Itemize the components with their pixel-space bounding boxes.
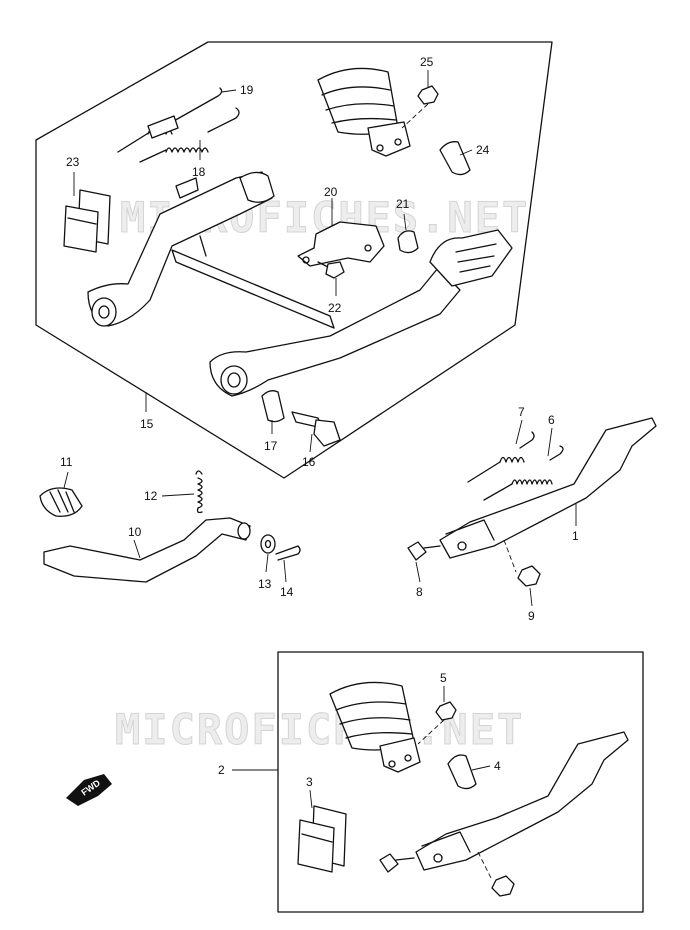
callout-23: 23 (66, 155, 80, 169)
nut-9 (503, 539, 541, 587)
watermark-bottom: MICROFICHES.NET (115, 705, 524, 754)
spring-12 (195, 470, 203, 514)
side-stand-group (407, 417, 657, 587)
callout-5: 5 (440, 671, 447, 685)
pedal-rubber-11 (39, 487, 83, 517)
side-stand-lever-group (39, 470, 301, 583)
callout-22: 22 (328, 301, 342, 315)
spring-19 (117, 87, 223, 153)
rubber-pad-3 (297, 805, 347, 873)
spring-18 (139, 107, 240, 163)
fwd-arrow-icon: FWD (66, 774, 112, 806)
callout-9: 9 (528, 609, 535, 623)
callout-15: 15 (140, 417, 154, 431)
group-15-assembly (35, 41, 553, 479)
callout-2: 2 (218, 763, 225, 777)
group-2-outline (277, 651, 644, 913)
nut-lower (477, 851, 515, 897)
callout-6: 6 (548, 413, 555, 427)
callout-8: 8 (416, 585, 423, 599)
callout-17: 17 (264, 439, 278, 453)
collar-17 (261, 390, 285, 423)
callout-25: 25 (420, 55, 434, 69)
lever-10 (43, 517, 251, 583)
bolt-22 (317, 261, 345, 279)
callout-16: 16 (302, 455, 316, 469)
callout-labels: 15 25 24 19 18 23 20 21 22 17 16 11 12 1… (60, 55, 579, 789)
bushing-21 (397, 230, 419, 254)
side-stand-1 (439, 417, 657, 559)
rubber-pad-23 (63, 189, 111, 253)
callout-4: 4 (494, 759, 501, 773)
callout-1: 1 (572, 529, 579, 543)
callout-24: 24 (476, 143, 490, 157)
bolt-8 (407, 541, 441, 561)
group-15-outline (35, 41, 553, 479)
callout-10: 10 (128, 525, 142, 539)
shock-absorber-upper (317, 67, 411, 157)
callout-18: 18 (192, 165, 206, 179)
callout-11: 11 (60, 455, 73, 469)
bolt-lower (379, 853, 415, 873)
main-stand-15 (87, 171, 513, 397)
group-2-assembly (277, 651, 644, 913)
cotter-pin-14 (275, 545, 301, 561)
callout-20: 20 (324, 185, 338, 199)
bracket-24 (439, 141, 471, 176)
bracket-4 (447, 754, 477, 790)
bracket-20 (297, 221, 385, 267)
callout-leaders (63, 70, 577, 809)
callout-13: 13 (258, 577, 272, 591)
side-stand-lower (415, 731, 629, 871)
callout-7: 7 (518, 405, 525, 419)
washer-13 (260, 534, 276, 554)
callout-21: 21 (396, 197, 410, 211)
callout-19: 19 (240, 83, 254, 97)
shock-absorber-lower (329, 681, 421, 773)
nut-5 (417, 701, 457, 745)
callout-14: 14 (280, 585, 294, 599)
bolt-16 (291, 411, 341, 447)
nut-25 (401, 85, 439, 129)
spring-7 (467, 431, 535, 483)
spring-6 (483, 445, 564, 501)
callout-3: 3 (306, 775, 313, 789)
callout-12: 12 (144, 489, 158, 503)
